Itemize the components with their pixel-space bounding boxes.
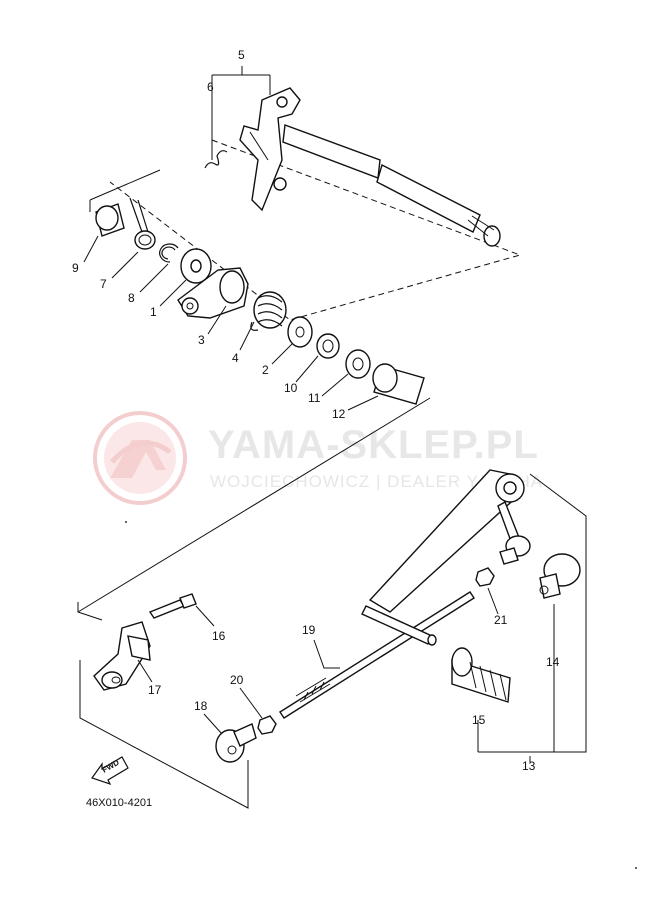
label-17: 17 [148, 683, 162, 697]
part-15-rubber [451, 647, 511, 703]
group-divider-lines [77, 397, 431, 621]
part-20-nut [257, 715, 277, 735]
watermark-logo [93, 411, 187, 505]
label-12: 12 [332, 407, 346, 421]
scan-specks [125, 521, 637, 869]
part-2-washer [287, 316, 313, 348]
label-15: 15 [472, 713, 486, 727]
shift-pedal [361, 469, 531, 646]
upper-assembly-outline [89, 139, 522, 321]
part-4-spring [250, 291, 287, 331]
fwd-arrow-icon: FWD [91, 756, 129, 786]
part-8-circlip [159, 243, 179, 263]
watermark-title: YAMA-SKLEP.PL [208, 423, 539, 467]
label-2: 2 [262, 363, 269, 377]
part-16-bolt [148, 593, 197, 619]
watermark-subtitle: WOJCIECHOWICZ | DEALER YAMAHA [210, 472, 543, 491]
label-13: 13 [522, 759, 536, 773]
part-21-nut [475, 567, 495, 587]
diagram-code: 46X010-4201 [86, 797, 152, 809]
part-1-washer [180, 248, 212, 284]
part-10-bearing [316, 333, 340, 359]
part-7-spring [129, 197, 156, 250]
label-8: 8 [128, 291, 135, 305]
part-18-rod-end [215, 723, 257, 763]
label-19: 19 [302, 623, 316, 637]
lower-assembly-outline [79, 473, 587, 809]
shift-shaft [239, 87, 501, 247]
label-18: 18 [194, 699, 208, 713]
part-11-washer [345, 349, 371, 379]
part-17-arm [93, 621, 151, 691]
label-10: 10 [284, 381, 298, 395]
lower-leaders [137, 587, 499, 735]
part-labels: 5 6 9 7 8 1 3 4 2 10 11 12 16 19 21 14 1… [72, 48, 560, 773]
part-12-collar [372, 363, 425, 405]
label-14: 14 [546, 655, 560, 669]
label-16: 16 [212, 629, 226, 643]
label-5: 5 [238, 48, 245, 62]
label-7: 7 [100, 277, 107, 291]
part-6-spring [204, 98, 228, 169]
label-4: 4 [232, 351, 239, 365]
part-3-lever [177, 267, 249, 319]
label-21: 21 [494, 613, 508, 627]
label-11: 11 [308, 391, 321, 405]
label-6: 6 [207, 80, 214, 94]
label-9: 9 [72, 261, 79, 275]
part-9-collar [95, 203, 125, 237]
label-1: 1 [150, 305, 157, 319]
label-3: 3 [198, 333, 205, 347]
part-14-pedal-end [539, 553, 581, 599]
upper-leaders [83, 235, 379, 411]
label-20: 20 [230, 673, 244, 687]
